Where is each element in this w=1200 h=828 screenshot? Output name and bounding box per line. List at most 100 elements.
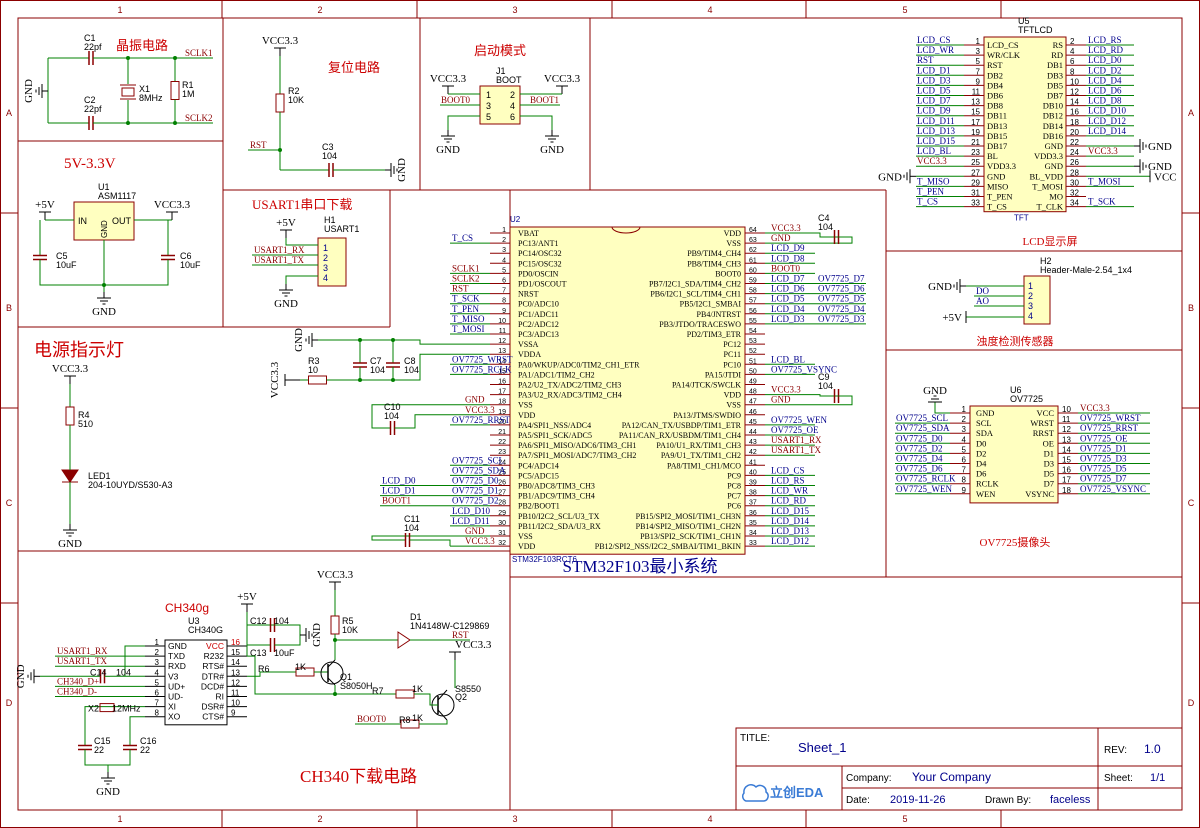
u5-pin-num: 1 bbox=[976, 37, 981, 46]
net-label: OV7725_RRST bbox=[452, 415, 511, 425]
u3-pin-name: VCC bbox=[206, 641, 224, 651]
u5-pin-name: DB15 bbox=[987, 131, 1007, 141]
u6-pin-num: 10 bbox=[1062, 405, 1071, 414]
u3-pin-name: XO bbox=[168, 712, 181, 722]
d1-symbol bbox=[397, 631, 411, 649]
u5-pin-name: DB6 bbox=[987, 91, 1003, 101]
gnd-label: GND bbox=[923, 385, 947, 397]
section-title: OV7725摄像头 bbox=[980, 535, 1051, 549]
u5-pin-name: T_MOSI bbox=[1032, 181, 1063, 191]
u3-pin-name: DTR# bbox=[202, 671, 224, 681]
u6-pin-num: 17 bbox=[1062, 476, 1071, 485]
u3-pin-name: CTS# bbox=[202, 712, 224, 722]
u5-pin-name: T_CLK bbox=[1037, 202, 1064, 212]
u6-pin-name: OE bbox=[1043, 438, 1054, 448]
row-label-right: A bbox=[1188, 108, 1194, 118]
net-label: OV7725_WEN bbox=[896, 484, 952, 494]
u2-pin-name: PC13/ANT1 bbox=[518, 239, 558, 248]
r5-body bbox=[330, 615, 340, 635]
net-label: OV7725_D3 bbox=[1080, 454, 1127, 464]
u5-pin-num: 26 bbox=[1070, 158, 1079, 167]
u2-pin-name: PC11 bbox=[724, 350, 742, 359]
u2-pin-name: VDD bbox=[518, 542, 536, 551]
u2-pin-name: PC7 bbox=[727, 492, 741, 501]
u3-pin-num: 5 bbox=[155, 678, 160, 687]
d1-ref: D1 bbox=[410, 612, 422, 622]
u2-pin-num: 15 bbox=[498, 368, 506, 375]
col-label-top: 3 bbox=[512, 5, 517, 15]
u2-pin-num: 56 bbox=[749, 308, 757, 315]
power-label: VCC3.3 bbox=[544, 73, 581, 85]
u3-pin-num: 16 bbox=[231, 638, 240, 647]
net-label: VCC3.3 bbox=[917, 156, 947, 166]
power-label: +5V bbox=[942, 312, 962, 324]
u2-pin-name: NRST bbox=[518, 290, 539, 299]
x1-body bbox=[121, 87, 135, 97]
u3-ref: U3 bbox=[188, 616, 200, 626]
u2-pin-num: 63 bbox=[749, 237, 757, 244]
u1-ref: U1 bbox=[98, 182, 110, 192]
net-label: T_CS bbox=[917, 197, 938, 207]
power-label: VCC3.3 bbox=[154, 199, 191, 211]
net-label: GND bbox=[465, 526, 485, 536]
h2-pin: 2 bbox=[1028, 291, 1033, 301]
u2-pin-num: 19 bbox=[498, 409, 506, 416]
u2-pin-name: PA5/SPI1_SCK/ADC5 bbox=[518, 431, 592, 440]
net-label: OV7725_D5 bbox=[1080, 464, 1127, 474]
u2-pin-num: 55 bbox=[749, 318, 757, 325]
net-label: OV7725_D0 bbox=[452, 476, 499, 486]
net-label: OV7725_D7 bbox=[818, 274, 865, 284]
c11-value: 104 bbox=[404, 523, 419, 533]
c14-value: 104 bbox=[116, 667, 131, 677]
net-label: OV7725_OE bbox=[771, 425, 819, 435]
r2-body bbox=[275, 93, 285, 113]
u2-pin-num: 18 bbox=[498, 399, 506, 406]
u5-pin-name: MISO bbox=[987, 181, 1008, 191]
r4-value: 510 bbox=[78, 419, 93, 429]
u5-pin-name: RD bbox=[1051, 50, 1063, 60]
u5-pin-name: DB7 bbox=[1047, 91, 1063, 101]
wire bbox=[84, 706, 145, 735]
net-label: LCD_RS bbox=[1088, 35, 1122, 45]
wire bbox=[437, 689, 448, 701]
col-label-top: 2 bbox=[317, 5, 322, 15]
u2-pin-name: PA13/JTMS/SWDIO bbox=[673, 411, 741, 420]
section-title: STM32F103最小系统 bbox=[563, 557, 718, 576]
net-label: OV7725_RCLK bbox=[452, 364, 512, 374]
u5-tag: TFT bbox=[1014, 214, 1029, 223]
u3-pin-name: RTS# bbox=[202, 661, 224, 671]
u2-pin-name: PC3/ADC13 bbox=[518, 330, 559, 339]
u3-pin-num: 14 bbox=[231, 658, 240, 667]
u2-pin-num: 62 bbox=[749, 247, 757, 254]
u5-pin-name: BL bbox=[987, 151, 998, 161]
u3-pin-num: 10 bbox=[231, 699, 240, 708]
u6-pin-name: D6 bbox=[976, 469, 986, 479]
r7-value: 1K bbox=[412, 684, 423, 694]
u2-ref: U2 bbox=[510, 215, 521, 224]
u2-pin-num: 53 bbox=[749, 338, 757, 345]
wire bbox=[420, 693, 438, 706]
u3-pin-name: R232 bbox=[204, 651, 225, 661]
u2-pin-name: PB6/I2C1_SCL/TIM4_CH1 bbox=[650, 290, 741, 299]
net-label: LCD_D3 bbox=[771, 314, 805, 324]
u2-pin-num: 10 bbox=[498, 318, 506, 325]
u5-pin-name: DB12 bbox=[1043, 111, 1063, 121]
power-label: VCC3.3 bbox=[52, 363, 89, 375]
u2-pin-name: PA6/SPI1_MISO/ADC6/TIM3_CH1 bbox=[518, 441, 636, 450]
net-label: OV7725_VSYNC bbox=[771, 364, 837, 374]
u3-pin-num: 13 bbox=[231, 668, 240, 677]
u5-pin-num: 10 bbox=[1070, 77, 1079, 86]
u2-pin-num: 61 bbox=[749, 257, 757, 264]
net-label: OV7725_SDA bbox=[896, 423, 950, 433]
u5-pin-name: DB14 bbox=[1043, 121, 1064, 131]
c10-value: 104 bbox=[384, 411, 399, 421]
power-label: VCC bbox=[1154, 171, 1177, 183]
u5-pin-num: 15 bbox=[971, 108, 980, 117]
led1-ref: LED1 bbox=[88, 471, 111, 481]
r3-value: 10 bbox=[308, 365, 318, 375]
u2-pin-name: PB12/SPI2_NSS/I2C2_SMBAI/TIM1_BKIN bbox=[595, 542, 741, 551]
